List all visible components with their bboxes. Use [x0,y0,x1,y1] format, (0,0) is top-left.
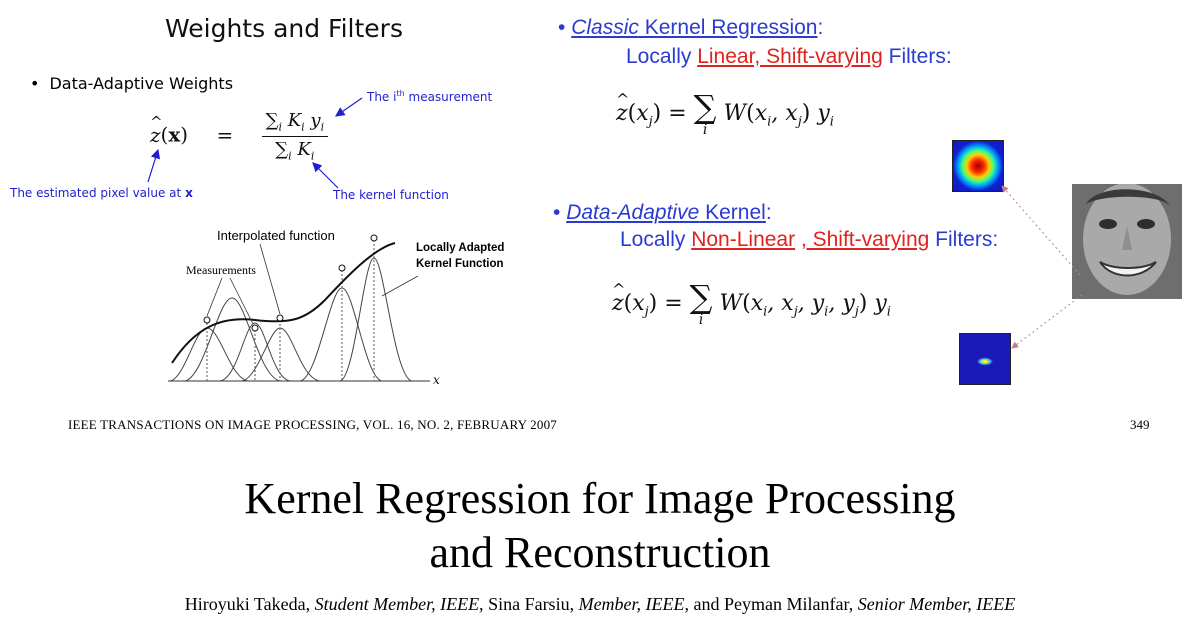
kernel-6 [339,257,413,382]
classic-subline: Locally Linear, Shift-varying Filters: [626,45,952,68]
arrow-to-ki [312,162,339,189]
pointer-to-classic-kernel [1001,185,1081,276]
author-and: and [693,594,720,614]
author-2: Sina Farsiu, [488,594,575,614]
kernel-1 [169,327,249,382]
adaptive-formula: z^(xj) = ∑i W(xi, xj, yi, yj) yi [612,278,891,328]
adaptive-subline: Locally Non-Linear , Shift-varying Filte… [620,228,999,251]
author-2-role: Member, IEEE, [578,594,690,614]
face-photo [1072,184,1182,299]
author-3: Peyman Milanfar, [724,594,854,614]
bullet-text: Data-Adaptive Weights [49,74,234,93]
pointer-measurements-2 [229,277,254,325]
annotation-estimated-pixel: The estimated pixel value at x [10,186,193,200]
kernel-5 [299,287,383,382]
face-illustration [1072,184,1182,299]
kernel-plot-label-measurements: Measurements [186,263,256,277]
measurement-point [338,264,346,272]
classic-kernel-heatmap [952,140,1004,192]
kernel-plot-x-label: x [433,373,440,387]
measurement-point [251,324,259,332]
adapted-line1: Locally Adapted [416,242,505,254]
classic-formula: z^(xj) = ∑i W(xi, xj) yi [616,88,834,138]
paper-title: Kernel Regression for Image Processing a… [0,472,1200,580]
kernel-pointer-lines [1001,185,1083,349]
annotation-ith-measurement: The ith measurement [367,89,493,104]
annotation-arrows [147,97,363,189]
estimator-formula: z^(x) = ∑i Ki yi ∑i Ki [150,110,329,162]
paper-title-line2: and Reconstruction [429,528,771,577]
kernel-regression-plot [168,234,430,382]
paper-title-line1: Kernel Regression for Image Processing [244,474,956,523]
arrow-to-yi [335,97,363,117]
kernel-3 [219,322,291,382]
arrow-to-zhat [147,148,161,183]
pointer-to-adaptive-kernel [1011,294,1083,349]
measurement-point [203,316,211,324]
classic-heading: • Classic Kernel Regression: [558,16,824,39]
bullet-data-adaptive-weights: • Data-Adaptive Weights [30,74,233,93]
slide-left-title: Weights and Filters [165,14,403,43]
measurement-point [370,234,378,242]
kernel-2 [184,297,281,382]
kernel-plot-label-adapted: Locally Adapted Kernel Function [416,240,504,272]
adapted-line2: Kernel Function [416,258,504,270]
author-1-role: Student Member, IEEE, [314,594,484,614]
page-number: 349 [1130,417,1150,432]
pointer-measurements-1 [206,277,223,317]
pointer-interpolated [259,243,281,315]
kernel-plot-label-interpolated: Interpolated function [217,228,335,243]
bullet-dot: • [30,74,40,93]
interpolated-curve [171,242,396,364]
author-1: Hiroyuki Takeda, [184,594,311,614]
adaptive-kernel-heatmap [959,333,1011,385]
measurement-point [276,314,284,322]
author-list: Hiroyuki Takeda, Student Member, IEEE, S… [0,594,1200,615]
pointer-adapted [381,275,419,297]
author-3-role: Senior Member, IEEE [857,594,1016,614]
journal-header: IEEE TRANSACTIONS ON IMAGE PROCESSING, V… [68,417,557,432]
annotation-kernel-function: The kernel function [333,188,449,202]
adaptive-heading: • Data-Adaptive Kernel: [553,201,772,224]
